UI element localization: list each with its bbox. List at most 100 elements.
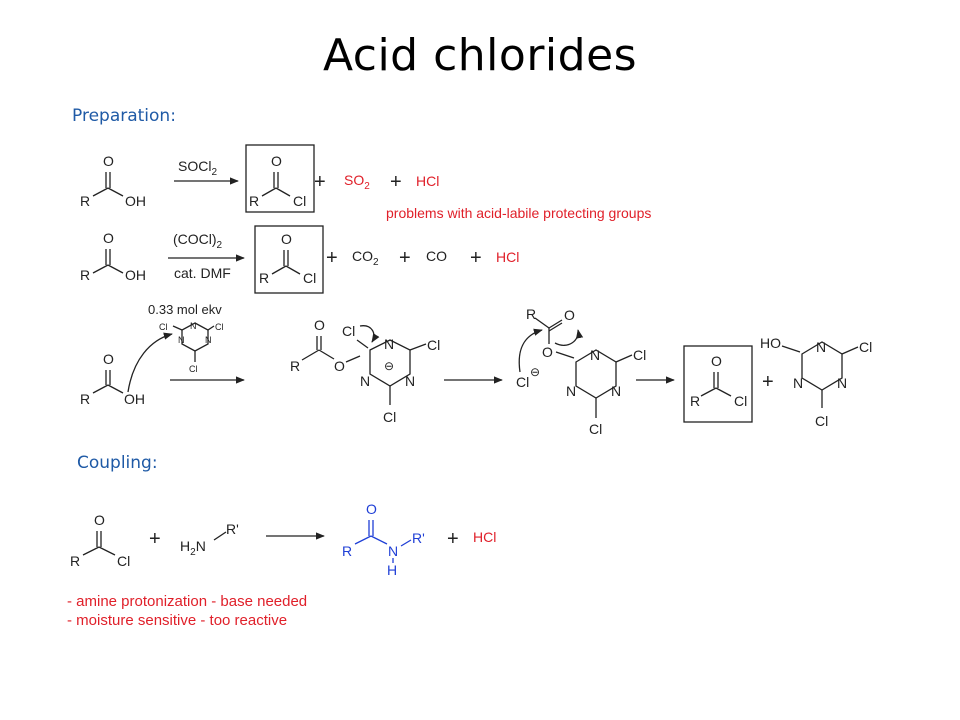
coupling-heading: Coupling: <box>77 453 158 473</box>
svg-text:O: O <box>103 230 114 246</box>
byproduct-so2: SO2 <box>344 172 370 192</box>
attack-arrow <box>518 328 543 373</box>
amine: H2N R' <box>180 521 239 558</box>
svg-text:Cl: Cl <box>516 374 529 390</box>
coupling-reaction: O R Cl + H2N R' O R N R' H + <box>67 501 496 629</box>
byproduct-hcl: HCl <box>473 529 496 545</box>
electron-arrow <box>359 325 380 343</box>
svg-text:Cl: Cl <box>117 553 130 569</box>
acid-chloride-3: O R Cl <box>690 353 747 409</box>
svg-text:N: N <box>590 347 600 363</box>
acid-chloride-4: O R Cl <box>70 512 130 569</box>
hydroxy-dichlorotriazine: HO N N N Cl Cl <box>760 335 872 429</box>
atom-o: O <box>103 153 114 169</box>
svg-text:N: N <box>837 375 847 391</box>
byproduct-hcl: HCl <box>496 249 519 265</box>
svg-text:N: N <box>611 383 621 399</box>
svg-text:R: R <box>80 267 90 283</box>
svg-text:Cl: Cl <box>159 322 168 332</box>
svg-text:N: N <box>388 543 398 559</box>
svg-text:Cl: Cl <box>427 337 440 353</box>
product-box <box>254 225 324 294</box>
cyanuric-chloride-reagent: N N N Cl Cl Cl <box>159 321 224 374</box>
reagent-socl2: SOCl2 <box>178 158 217 178</box>
svg-text:O: O <box>564 307 575 323</box>
acyloxy-triazine: R O O N N N Cl Cl Cl ⊖ <box>516 306 646 437</box>
plus-sign: + <box>314 171 326 193</box>
tetrahedral-intermediate: O R O N N N ⊖ Cl Cl Cl <box>290 317 440 425</box>
svg-text:R': R' <box>412 530 425 546</box>
amide-product: O R N R' H <box>342 501 425 578</box>
charge-minus: ⊖ <box>530 365 540 379</box>
svg-text:OH: OH <box>125 267 146 283</box>
svg-text:+: + <box>399 247 411 269</box>
svg-text:N: N <box>384 336 394 352</box>
plus-sign: + <box>390 171 402 193</box>
svg-text:O: O <box>542 344 553 360</box>
svg-text:+: + <box>470 247 482 269</box>
svg-text:+: + <box>762 371 774 393</box>
svg-text:N: N <box>205 335 212 345</box>
svg-text:+: + <box>447 528 459 550</box>
reagent-dmf: cat. DMF <box>174 265 231 281</box>
svg-text:O: O <box>334 358 345 374</box>
atom-oh: OH <box>125 193 146 209</box>
svg-text:+: + <box>326 247 338 269</box>
svg-text:R: R <box>690 393 700 409</box>
amine-h2n: H2N <box>180 538 206 558</box>
byproduct-hcl: HCl <box>416 173 439 189</box>
reagent-amount: 0.33 mol ekv <box>148 302 222 317</box>
svg-text:R: R <box>70 553 80 569</box>
svg-text:Cl: Cl <box>189 364 198 374</box>
byproduct-co: CO <box>426 248 447 264</box>
acid-chloride-1: O R Cl <box>249 153 306 209</box>
svg-text:Cl: Cl <box>303 270 316 286</box>
carboxylic-acid-2: O R OH <box>80 230 146 283</box>
note-amine: - amine protonization - base needed <box>67 593 307 610</box>
svg-text:N: N <box>178 335 185 345</box>
svg-text:H: H <box>387 562 397 578</box>
reaction-cyanuric: 0.33 mol ekv N N N Cl Cl Cl O R OH O <box>80 302 872 437</box>
svg-text:OH: OH <box>124 391 145 407</box>
product-box <box>245 144 315 213</box>
svg-text:O: O <box>314 317 325 333</box>
svg-text:O: O <box>366 501 377 517</box>
charge-minus: ⊖ <box>384 359 394 373</box>
svg-text:R: R <box>290 358 300 374</box>
svg-text:N: N <box>190 321 197 331</box>
electron-arrow <box>554 329 584 346</box>
svg-text:O: O <box>711 353 722 369</box>
svg-text:O: O <box>103 351 114 367</box>
reagent-oxalyl-chloride: (COCl)2 <box>173 231 223 251</box>
note-acid-labile: problems with acid-labile protecting gro… <box>386 205 651 221</box>
svg-text:R: R <box>342 543 352 559</box>
byproduct-co2: CO2 <box>352 248 379 268</box>
atom-r: R <box>80 193 90 209</box>
svg-text:Cl: Cl <box>815 413 828 429</box>
acid-chloride-2: O R Cl <box>259 231 316 286</box>
svg-text:O: O <box>94 512 105 528</box>
svg-text:R: R <box>259 270 269 286</box>
svg-text:R': R' <box>226 521 239 537</box>
svg-text:Cl: Cl <box>383 409 396 425</box>
carboxylic-acid-1: O R OH <box>80 153 146 209</box>
svg-text:R: R <box>526 306 536 322</box>
svg-text:+: + <box>149 528 161 550</box>
product-box <box>683 345 753 423</box>
svg-text:O: O <box>271 153 282 169</box>
svg-text:Cl: Cl <box>293 193 306 209</box>
carboxylic-acid-3: O R OH <box>80 351 145 407</box>
svg-text:R: R <box>249 193 259 209</box>
svg-text:N: N <box>793 375 803 391</box>
svg-text:Cl: Cl <box>589 421 602 437</box>
attack-arrow <box>127 332 173 393</box>
svg-text:Cl: Cl <box>734 393 747 409</box>
reaction-socl2: O R OH SOCl2 O R Cl + SO2 + HCl problems… <box>80 144 651 221</box>
slide-title: Acid chlorides <box>322 30 638 81</box>
svg-text:Cl: Cl <box>215 322 224 332</box>
svg-text:O: O <box>281 231 292 247</box>
svg-text:HO: HO <box>760 335 781 351</box>
svg-text:Cl: Cl <box>633 347 646 363</box>
svg-text:N: N <box>360 373 370 389</box>
